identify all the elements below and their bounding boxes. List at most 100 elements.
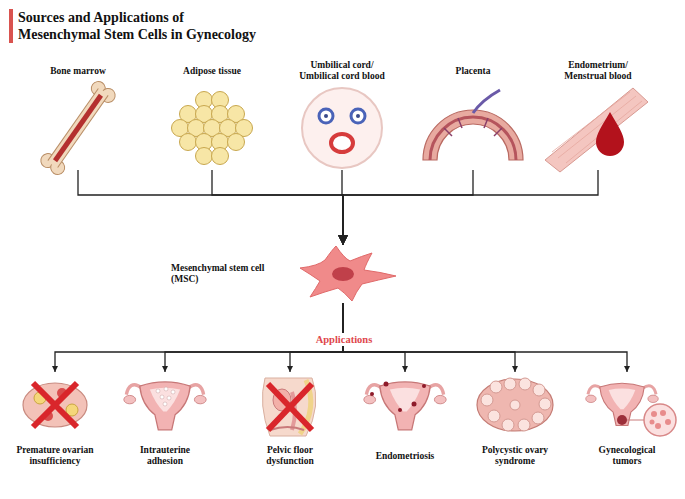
text-block: Adipose tissue	[157, 58, 267, 84]
node-label: Intrauterine adhesion	[130, 445, 200, 467]
uterus-adhesion-illustration-part	[171, 390, 175, 394]
polycystic-ovary-illustration-part-part	[539, 398, 551, 410]
node-label: Pelvic floor dysfunction	[255, 445, 325, 467]
polycystic-ovary-illustration-part-part	[533, 384, 545, 396]
umbilical-cord-illustration-part	[356, 114, 360, 118]
placenta-illustration-part	[444, 118, 502, 136]
msc-node: Mesenchymal stem cell (MSC)	[165, 245, 400, 303]
placenta-illustration-part	[473, 90, 500, 113]
umbilical-cord-illustration	[302, 88, 382, 168]
text-block: Placenta	[418, 58, 528, 84]
text-block: Endometrium/ Menstrual blood	[556, 58, 641, 84]
uterus-adhesion-illustration-part	[163, 402, 167, 406]
text-block: Mesenchymal stem cell (MSC)	[171, 259, 269, 289]
bone-illustration-part	[48, 89, 98, 161]
adipose-illustration-part	[228, 134, 245, 151]
polycystic-ovary-illustration-part-part	[510, 400, 520, 410]
endometrium-illustration-part	[596, 112, 624, 156]
polycystic-ovary-illustration-part-part	[504, 378, 516, 390]
polycystic-ovary-illustration-part	[481, 378, 551, 431]
uterus-endometriosis-illustration-part	[384, 382, 389, 387]
text-block: Endometriosis	[360, 444, 450, 468]
ovary-x-illustration-part	[23, 383, 87, 427]
polycystic-ovary-illustration-part-part	[490, 381, 502, 393]
application-node: Gynecological tumors	[572, 372, 682, 478]
text-block: Polycystic ovary syndrome	[479, 444, 551, 468]
uterus-adhesion-illustration-part	[164, 387, 168, 391]
polycystic-ovary-illustration-part-part	[518, 419, 530, 431]
polycystic-ovary-illustration-part-part	[519, 378, 531, 390]
adipose-illustration-part	[212, 148, 229, 165]
uterus-adhesion-illustration	[124, 382, 206, 430]
endometrium-illustration	[545, 88, 648, 172]
uterus-endometriosis-illustration	[364, 382, 446, 430]
text-block: Premature ovarian insufficiency	[8, 444, 103, 468]
placenta-illustration	[423, 90, 523, 160]
source-node: Placenta	[413, 58, 533, 170]
polycystic-ovary-illustration-part-part	[488, 410, 500, 422]
umbilical-cord-illustration-part	[319, 109, 333, 123]
source-node: Endometrium/ Menstrual blood	[538, 58, 658, 170]
placenta-illustration-part	[430, 117, 516, 160]
pelvic-floor-illustration-part	[270, 427, 304, 430]
uterus-endometriosis-illustration-part	[412, 402, 417, 407]
application-node: Premature ovarian insufficiency	[0, 372, 110, 478]
uterus-endometriosis-illustration-part	[364, 382, 446, 430]
polycystic-ovary-illustration-part-part	[532, 412, 544, 424]
uterus-endometriosis-illustration-part	[370, 392, 374, 396]
polycystic-ovary-illustration-part-part	[481, 394, 493, 406]
application-node: Intrauterine adhesion	[110, 372, 220, 478]
uterus-adhesion-illustration-part	[156, 389, 160, 393]
bone-illustration-part	[47, 88, 108, 169]
diagram-title: Sources and Applications of Mesenchymal …	[18, 9, 263, 43]
text-block: Umbilical cord/ Umbilical cord blood	[292, 58, 392, 84]
umbilical-cord-illustration-part	[351, 109, 365, 123]
node-label: Bone marrow	[23, 66, 133, 77]
pelvic-floor-illustration-part	[268, 384, 312, 430]
adipose-illustration	[172, 92, 253, 165]
uterus-tumor-illustration-part	[655, 423, 661, 429]
adipose-illustration-part	[180, 134, 197, 151]
ovary-x-illustration	[23, 383, 87, 427]
uterus-adhesion-illustration-part	[167, 396, 171, 400]
connector-line	[343, 170, 473, 245]
source-node: Umbilical cord/ Umbilical cord blood	[282, 58, 402, 170]
msc-cell-illustration	[300, 246, 396, 301]
uterus-tumor-illustration-part	[617, 415, 627, 425]
connector-line	[343, 170, 598, 245]
connector-line	[212, 170, 343, 245]
uterus-adhesion-illustration-part	[160, 395, 164, 399]
uterus-tumor-illustration-part	[665, 419, 671, 425]
bone-illustration	[38, 79, 118, 177]
text-block: Bone marrow	[23, 58, 133, 84]
uterus-tumor-illustration-part	[644, 404, 676, 436]
uterus-adhesion-illustration-part	[124, 382, 206, 430]
node-label: Premature ovarian insufficiency	[8, 445, 103, 467]
node-label: Endometrium/ Menstrual blood	[556, 60, 641, 82]
endometrium-illustration-part	[552, 92, 642, 163]
umbilical-cord-illustration-part	[324, 114, 328, 118]
bone-illustration-part	[53, 94, 103, 162]
msc-cell-illustration-part	[300, 246, 396, 301]
bone-illustration-part	[58, 95, 108, 167]
polycystic-ovary-illustration	[477, 378, 553, 431]
msc-cell-illustration-part	[332, 267, 354, 281]
uterus-endometriosis-illustration-part	[422, 384, 426, 388]
connector-line	[78, 170, 343, 245]
ovary-x-illustration-part	[33, 383, 77, 427]
pelvic-floor-illustration	[262, 378, 315, 436]
uterus-tumor-illustration	[586, 383, 676, 436]
source-node: Bone marrow	[18, 58, 138, 170]
ovary-x-illustration-part	[33, 383, 77, 427]
adipose-illustration-part	[196, 148, 213, 165]
node-label: Adipose tissue	[157, 66, 267, 77]
node-label: Mesenchymal stem cell (MSC)	[171, 263, 269, 285]
uterus-tumor-illustration-part	[627, 420, 644, 421]
application-node: Pelvic floor dysfunction	[235, 372, 345, 478]
title-bar	[9, 9, 13, 43]
uterus-tumor-illustration-part	[651, 411, 657, 417]
uterus-endometriosis-illustration-part	[398, 408, 402, 412]
node-label: Umbilical cord/ Umbilical cord blood	[292, 60, 392, 82]
uterus-tumor-illustration-part	[650, 420, 655, 425]
